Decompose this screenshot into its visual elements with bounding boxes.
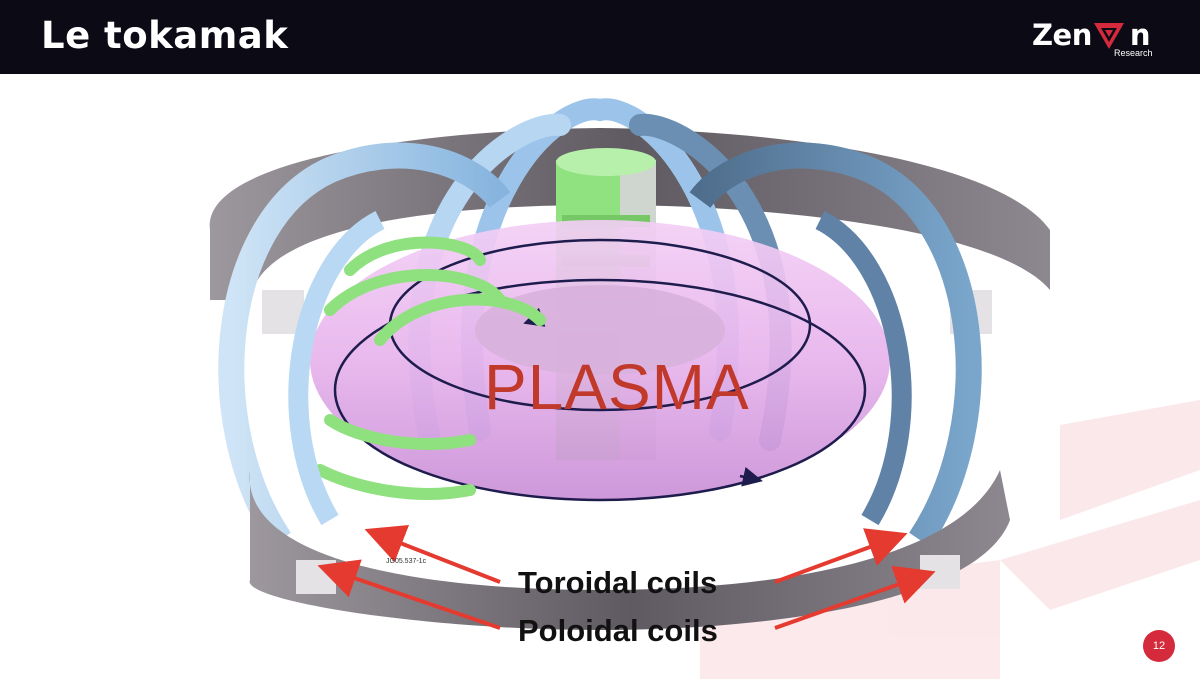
zenon-logo: Zen n Research	[1028, 14, 1168, 64]
logo-triangle-icon	[1094, 23, 1124, 49]
plasma-label: PLASMA	[484, 351, 750, 423]
tokamak-illustration	[209, 98, 1200, 679]
tokamak-figure	[0, 74, 1200, 679]
toroidal-coils-front	[218, 142, 982, 548]
poloidal-arrow-left	[317, 559, 501, 630]
toroidal-coils-label: Toroidal coils	[518, 565, 718, 600]
slide-title: Le tokamak	[41, 14, 289, 57]
poloidal-arrow-right	[774, 565, 936, 630]
poloidal-coils-label: Poloidal coils	[518, 613, 718, 648]
plasma-torus	[310, 220, 890, 502]
page-number-badge: 12	[1143, 630, 1175, 662]
logo-text-right: n	[1129, 18, 1151, 52]
figure-code: JG05.537-1c	[386, 558, 427, 565]
toroidal-arrow-right	[774, 528, 908, 584]
logo-subtext: Research	[1114, 48, 1153, 58]
label-arrows	[317, 525, 936, 630]
header-bar: Le tokamak Zen n Research	[0, 0, 1200, 74]
logo-text-left: Zen	[1032, 18, 1092, 52]
logo-wordmark: Zen n	[1032, 18, 1151, 52]
toroidal-arrow-left	[364, 525, 501, 584]
helical-field-arrows	[314, 236, 546, 500]
